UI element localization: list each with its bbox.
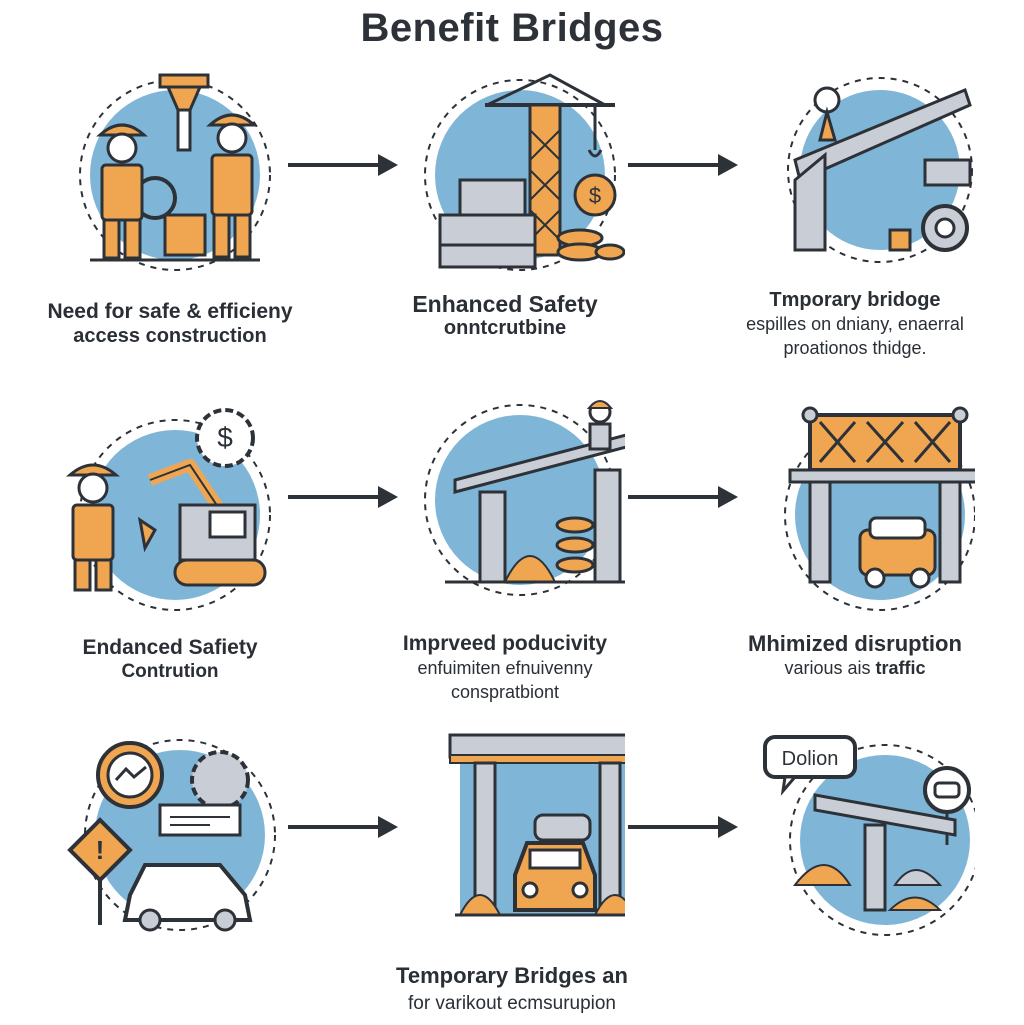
- step-need-access: Need for safe & efficieny access constru…: [20, 70, 320, 370]
- step-subheading: onntcrutbine: [443, 317, 567, 339]
- step-heading: Tmporary bridoge: [769, 289, 941, 311]
- step-subheading: various ais traffic: [695, 656, 1015, 680]
- step-subheading-text: various ais: [784, 658, 871, 678]
- step-caption: Imprveed poducivity enfuimiten efnuivenn…: [345, 632, 665, 704]
- arrow-right-icon: [628, 154, 738, 176]
- step-caption: Enhanced Safety onntcrutbine: [345, 292, 665, 340]
- step-bridge-bubble: Dolion: [715, 725, 1015, 1025]
- bridge-car-icon: [784, 406, 975, 611]
- page-title: Benefit Bridges: [360, 6, 664, 50]
- arrow-right-icon: [288, 816, 398, 838]
- tower-crane-coins-icon: $: [424, 73, 625, 271]
- step-enhanced-safety: $ Enhanced Safety onntcrutbine: [365, 70, 665, 370]
- step-caption: Need for safe & efficieny access constru…: [10, 300, 330, 348]
- step-caption: Tmporary bridoge espilles on dniany, ena…: [695, 288, 1015, 360]
- arrow-right-icon: [288, 154, 398, 176]
- step-portal-car: [365, 725, 665, 1025]
- step-subheading: enfuimiten efnuivenny: [417, 658, 593, 678]
- arrow-right-icon: [628, 816, 738, 838]
- step-caption: Endanced Safiety Contrution: [10, 636, 330, 684]
- step-heading: Mhimized disruption: [748, 631, 962, 656]
- svg-text:$: $: [589, 183, 601, 208]
- step-temporary-bridge: Tmporary bridoge espilles on dniany, ena…: [715, 70, 1015, 370]
- excavator-worker-icon: $: [65, 408, 271, 611]
- footer-caption: Temporary Bridges an for varikout ecmsur…: [312, 962, 712, 1018]
- footer-subheading: for varikout ecmsurupion: [407, 993, 617, 1014]
- bridge-worker-coins-icon: [424, 400, 625, 596]
- footer-heading: Temporary Bridges an: [396, 963, 628, 988]
- step-subheading-2: conspratbiont: [450, 682, 560, 702]
- signs-car-icon: !: [67, 739, 276, 932]
- step-subheading: Contrution: [121, 661, 219, 682]
- arrow-right-icon: [288, 486, 398, 508]
- step-subheading-bold: traffic: [875, 658, 926, 678]
- step-subheading: espilles on dniany, enaerral: [746, 314, 964, 334]
- step-heading: Need for safe & efficieny: [47, 300, 293, 323]
- bridge-gear-icon: [787, 77, 973, 263]
- step-subheading-2: proationos thidge.: [783, 338, 927, 358]
- svg-text:!: !: [96, 835, 105, 865]
- step-heading: Imprveed poducivity: [402, 632, 608, 655]
- portal-car-icon: [448, 733, 625, 917]
- arrow-right-icon: [628, 486, 738, 508]
- step-minimized-disruption: Mhimized disruption various ais traffic: [715, 400, 1015, 700]
- step-heading: Endanced Safiety: [82, 636, 258, 659]
- step-heading: Enhanced Safety: [412, 291, 598, 317]
- step-endanced-safiety: $ Endanced Safiety Contrution: [20, 400, 320, 700]
- bubble-text: Dolion: [782, 748, 839, 770]
- step-improved-productivity: Imprveed poducivity enfuimiten efnuivenn…: [365, 400, 665, 702]
- step-subheading: access construction: [73, 325, 267, 347]
- step-caption: Mhimized disruption various ais traffic: [695, 632, 1015, 680]
- bridge-bubble-icon: Dolion: [763, 735, 975, 936]
- workers-crane-icon: [79, 73, 271, 271]
- step-signs-car: !: [20, 725, 320, 1025]
- svg-text:$: $: [217, 422, 233, 453]
